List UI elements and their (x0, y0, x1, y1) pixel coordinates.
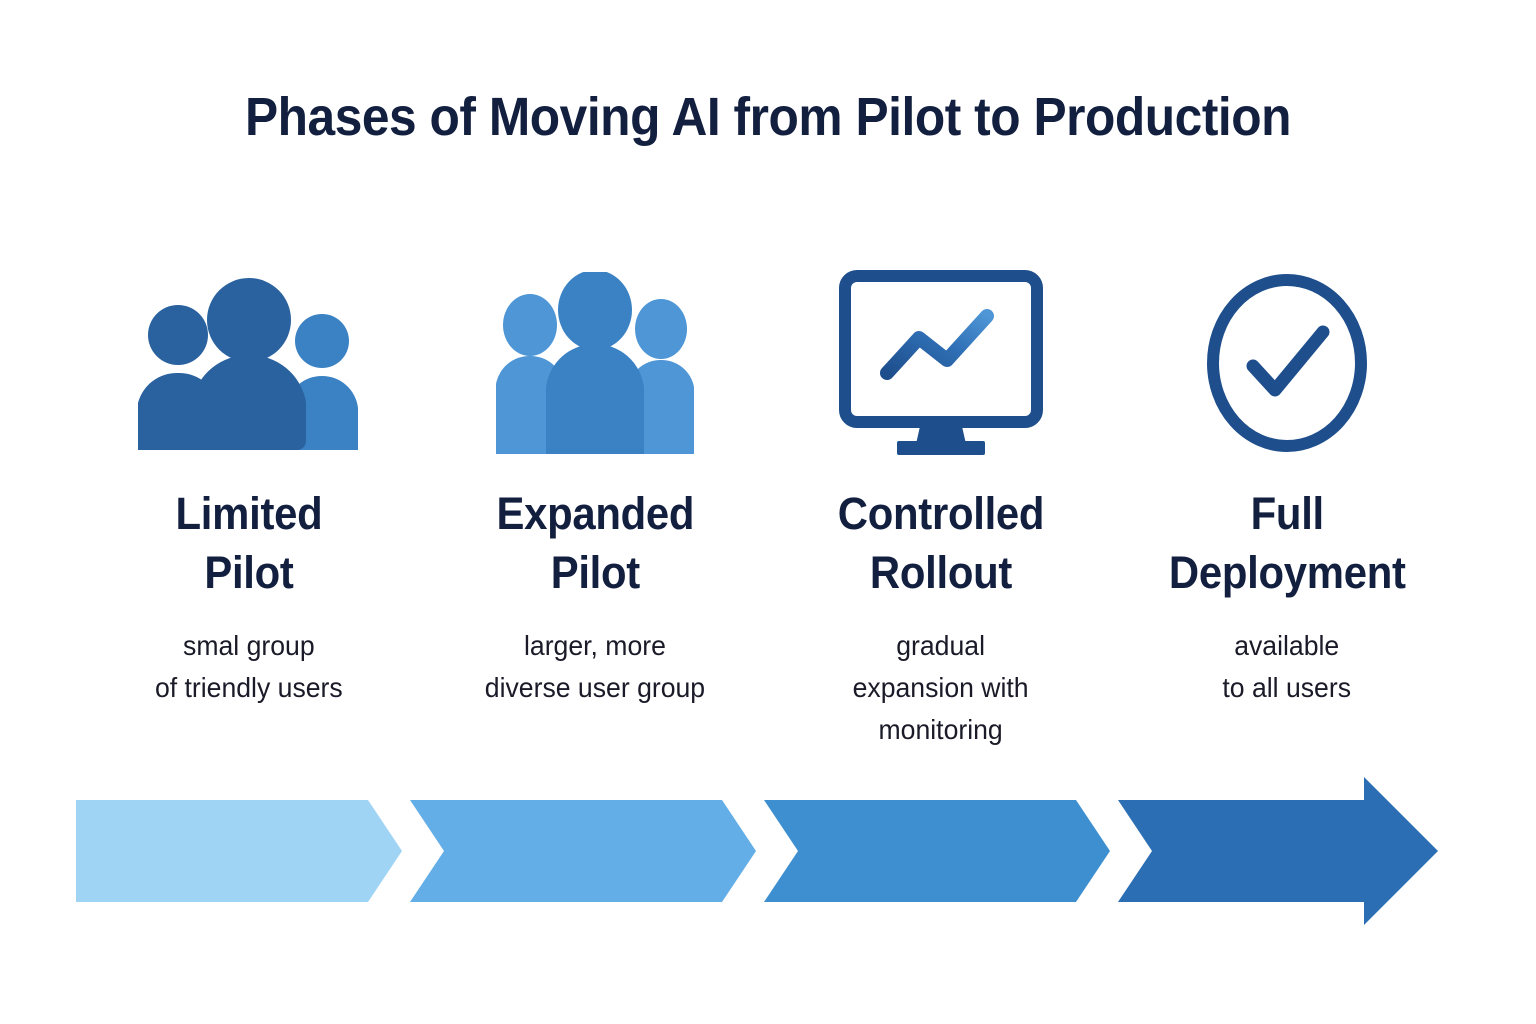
phase-desc-line-2: diverse user group (484, 671, 706, 703)
phase-list: Limited Pilot smal group of triendly use… (76, 260, 1460, 770)
phase-title-line-2: Pilot (204, 547, 294, 599)
phase-title-line-2: Deployment (1168, 547, 1406, 599)
phase-description: smal group of triendly users (155, 625, 343, 709)
phase-limited-pilot[interactable]: Limited Pilot smal group of triendly use… (76, 260, 422, 709)
phase-desc-line-1: larger, more (524, 629, 666, 661)
monitor-trend-chart-icon (835, 268, 1047, 463)
band-segment-expanded-pilot (410, 800, 756, 902)
phase-title: Controlled Rollout (837, 484, 1045, 603)
phase-full-deployment[interactable]: Full Deployment available to all users (1114, 260, 1460, 709)
circle-check-icon (1203, 268, 1371, 463)
phase-icon-wrap (1203, 260, 1371, 470)
phase-title-line-2: Pilot (550, 547, 640, 599)
progression-arrow-band (76, 772, 1444, 930)
phase-title: Expanded Pilot (496, 484, 694, 603)
phase-description: gradual expansion with monitoring (853, 625, 1029, 751)
phase-description: available to all users (1223, 625, 1352, 709)
phase-title-line-2: Rollout (869, 547, 1013, 599)
phase-desc-line-2: expansion with (853, 671, 1029, 703)
band-segment-full-deployment (1118, 777, 1438, 925)
phase-icon-wrap (488, 260, 703, 470)
larger-group-of-people-icon (488, 269, 703, 459)
phase-title-line-1: Expanded (496, 488, 694, 539)
phase-desc-line-2: to all users (1222, 671, 1352, 703)
group-of-people-icon (130, 275, 368, 455)
phase-title-line-1: Controlled (837, 488, 1045, 539)
phase-expanded-pilot[interactable]: Expanded Pilot larger, more diverse user… (422, 260, 768, 709)
phase-title: Full Deployment (1169, 484, 1406, 603)
phase-title-line-1: Limited (175, 488, 323, 539)
phase-desc-line-1: gradual (896, 629, 986, 661)
phase-title: Limited Pilot (176, 484, 323, 603)
phase-desc-line-2: of triendly users (155, 671, 343, 703)
band-segment-controlled-rollout (764, 800, 1110, 902)
phase-desc-line-3: monitoring (878, 713, 1004, 745)
phase-icon-wrap (835, 260, 1047, 470)
phase-icon-wrap (130, 260, 368, 470)
page-title: Phases of Moving AI from Pilot to Produc… (244, 87, 1292, 147)
phase-desc-line-1: smal group (183, 629, 315, 661)
phase-description: larger, more diverse user group (485, 625, 705, 709)
phase-desc-line-1: available (1234, 629, 1340, 661)
phase-controlled-rollout[interactable]: Controlled Rollout gradual expansion wit… (768, 260, 1114, 751)
phase-title-line-1: Full (1250, 488, 1324, 539)
band-segment-limited-pilot (76, 800, 402, 902)
